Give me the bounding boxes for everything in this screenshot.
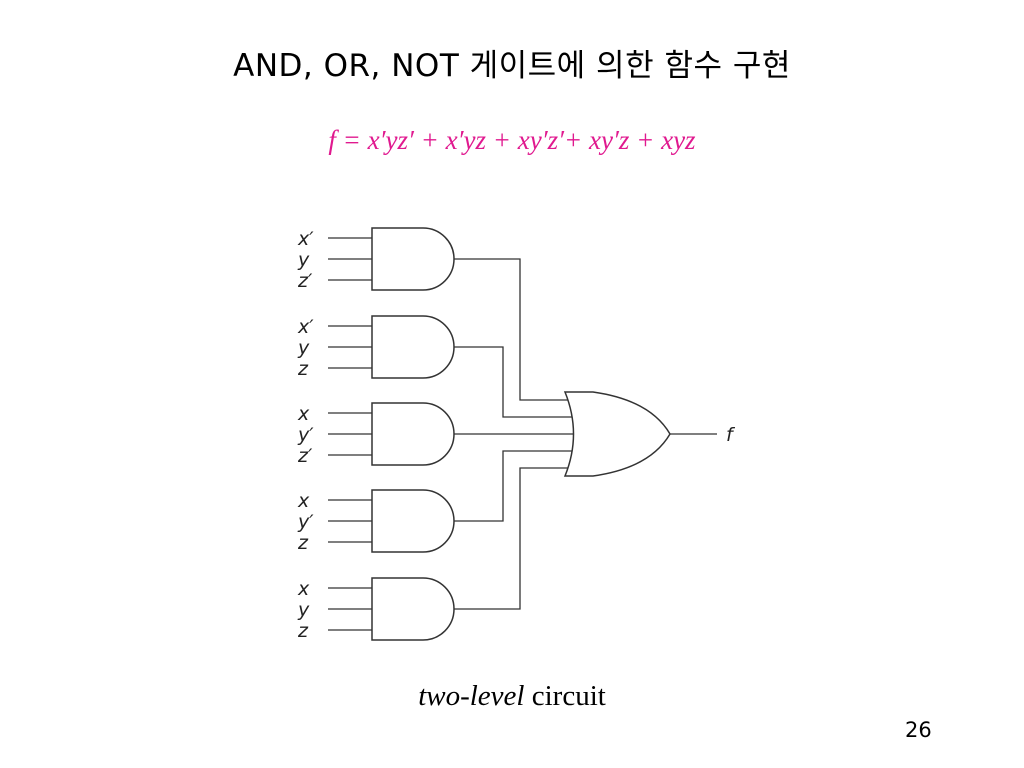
- input-label: z′: [297, 270, 313, 292]
- and-to-or-wire-4: [454, 450, 572, 522]
- connection-wires: [454, 258, 574, 610]
- input-label: y′: [297, 511, 314, 533]
- input-label: z′: [297, 445, 313, 467]
- and-to-or-wire-1: [454, 258, 572, 401]
- input-label: z: [297, 358, 309, 380]
- input-label: y: [297, 599, 310, 621]
- or-gate: [563, 391, 671, 477]
- input-label: x: [297, 490, 310, 512]
- input-label: y′: [297, 424, 314, 446]
- input-label: y: [297, 249, 310, 271]
- and-gate-4: xy′z: [297, 489, 455, 554]
- output-label-f: f: [726, 424, 736, 446]
- or-gate-group: f: [563, 391, 736, 477]
- and-gate-body: [371, 227, 455, 291]
- diagram-caption: two-level circuit: [0, 680, 1024, 713]
- input-label: x′: [297, 228, 314, 250]
- and-gate-body: [371, 315, 455, 379]
- input-label: z: [297, 532, 309, 554]
- and-gate-body: [371, 489, 455, 553]
- and-gate-1: x′yz′: [297, 227, 455, 292]
- and-to-or-wire-2: [454, 346, 572, 418]
- input-label: z: [297, 620, 309, 642]
- caption-italic: two-level: [418, 680, 525, 712]
- and-gate-3: xy′z′: [297, 402, 455, 467]
- page-number: 26: [905, 718, 932, 742]
- and-gate-5: xyz: [297, 577, 455, 642]
- and-gate-2: x′yz: [297, 315, 455, 380]
- slide-title: AND, OR, NOT 게이트에 의한 함수 구현: [233, 48, 791, 84]
- input-label: x′: [297, 316, 314, 338]
- and-to-or-wire-5: [454, 467, 572, 610]
- input-label: x: [297, 403, 310, 425]
- and-gate-body: [371, 402, 455, 466]
- input-label: y: [297, 337, 310, 359]
- input-label: x: [297, 578, 310, 600]
- and-gate-body: [371, 577, 455, 641]
- caption-rest: circuit: [524, 680, 606, 712]
- boolean-formula: f = x′yz′ + x′yz + xy′z′+ xy′z + xyz: [328, 125, 696, 155]
